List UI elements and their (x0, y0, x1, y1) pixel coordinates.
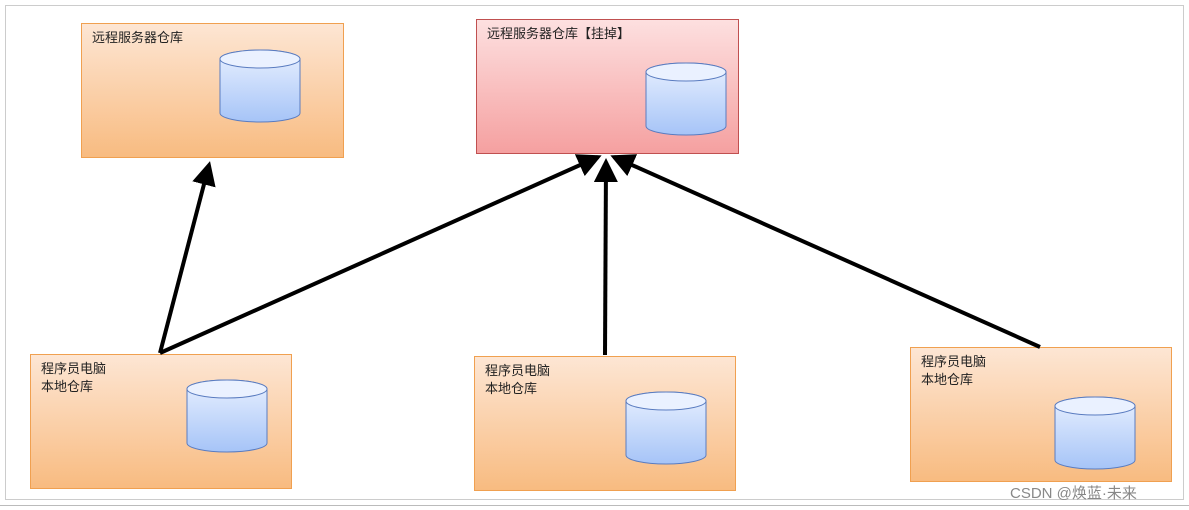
edge-local-2-remote-2 (593, 158, 618, 356)
frame (5, 5, 1184, 500)
database-cylinder-top (645, 62, 727, 82)
local-3-label: 程序员电脑本地仓库 (921, 355, 987, 388)
database-cylinder-top (625, 391, 707, 411)
remote-2-label: 远程服务器仓库【挂掉】 (487, 27, 631, 42)
local-2-label: 程序员电脑本地仓库 (485, 364, 551, 397)
edge-local-1-remote-1 (158, 161, 216, 354)
database-cylinder-top (186, 379, 268, 399)
local-1-label: 程序员电脑本地仓库 (41, 362, 107, 395)
edge-local-1-remote-2 (159, 154, 602, 355)
watermark: CSDN @焕蓝·未来 (1010, 485, 1137, 502)
edge-local-3-remote-2 (610, 154, 1041, 349)
remote-1-label: 远程服务器仓库 (92, 31, 184, 46)
database-cylinder-top (219, 49, 301, 69)
database-cylinder-top (1054, 396, 1136, 416)
